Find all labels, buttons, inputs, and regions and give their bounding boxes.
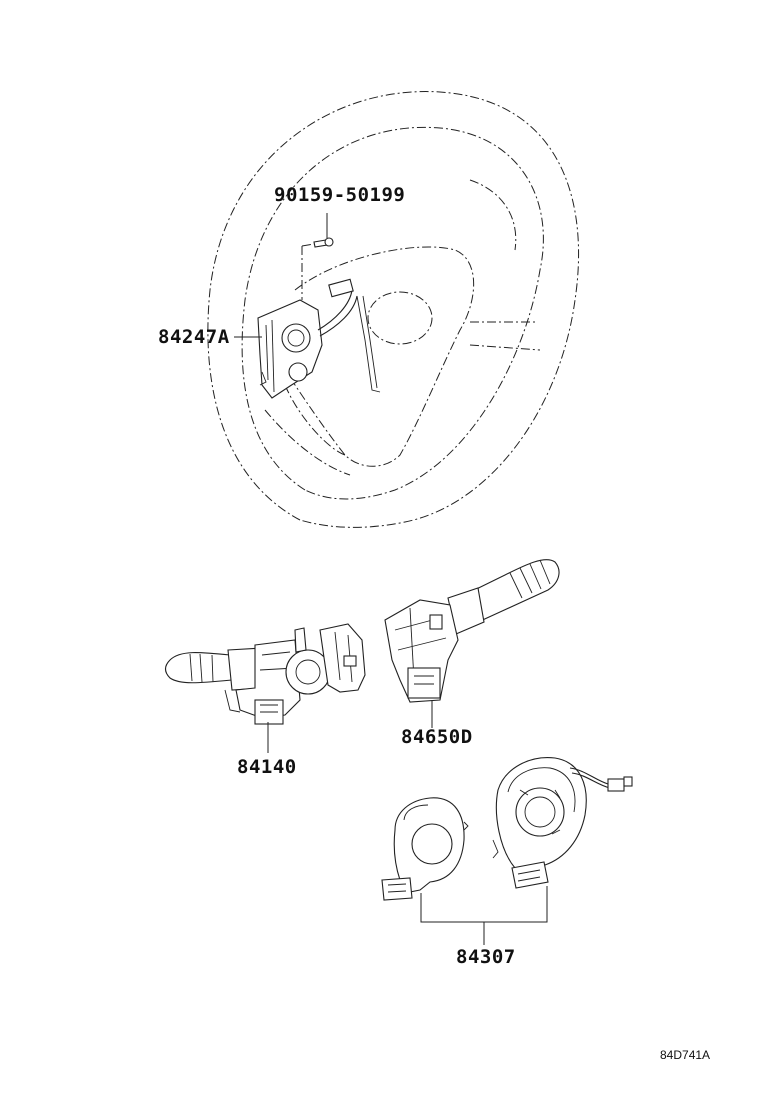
part-number-label-spiral-cable[interactable]: 84307 (456, 946, 516, 968)
steering-wheel-outline (207, 91, 580, 528)
turn-signal-switch-part (164, 623, 366, 725)
wiper-switch-part (384, 559, 560, 703)
part-number-label-switch-assy[interactable]: 84247A (158, 326, 230, 348)
spiral-cable-bracket-leader (420, 886, 548, 923)
part-number-label-wiper-switch[interactable]: 84650D (401, 726, 473, 748)
spiral-cable-part-a (381, 797, 469, 901)
switch-assy-part (257, 237, 381, 399)
part-number-label-bolt[interactable]: 90159-50199 (274, 184, 406, 206)
part-number-label-turn-signal-switch[interactable]: 84140 (237, 756, 297, 778)
diagram-id-label: 84D741A (660, 1048, 711, 1062)
spiral-cable-part-b (492, 757, 633, 889)
